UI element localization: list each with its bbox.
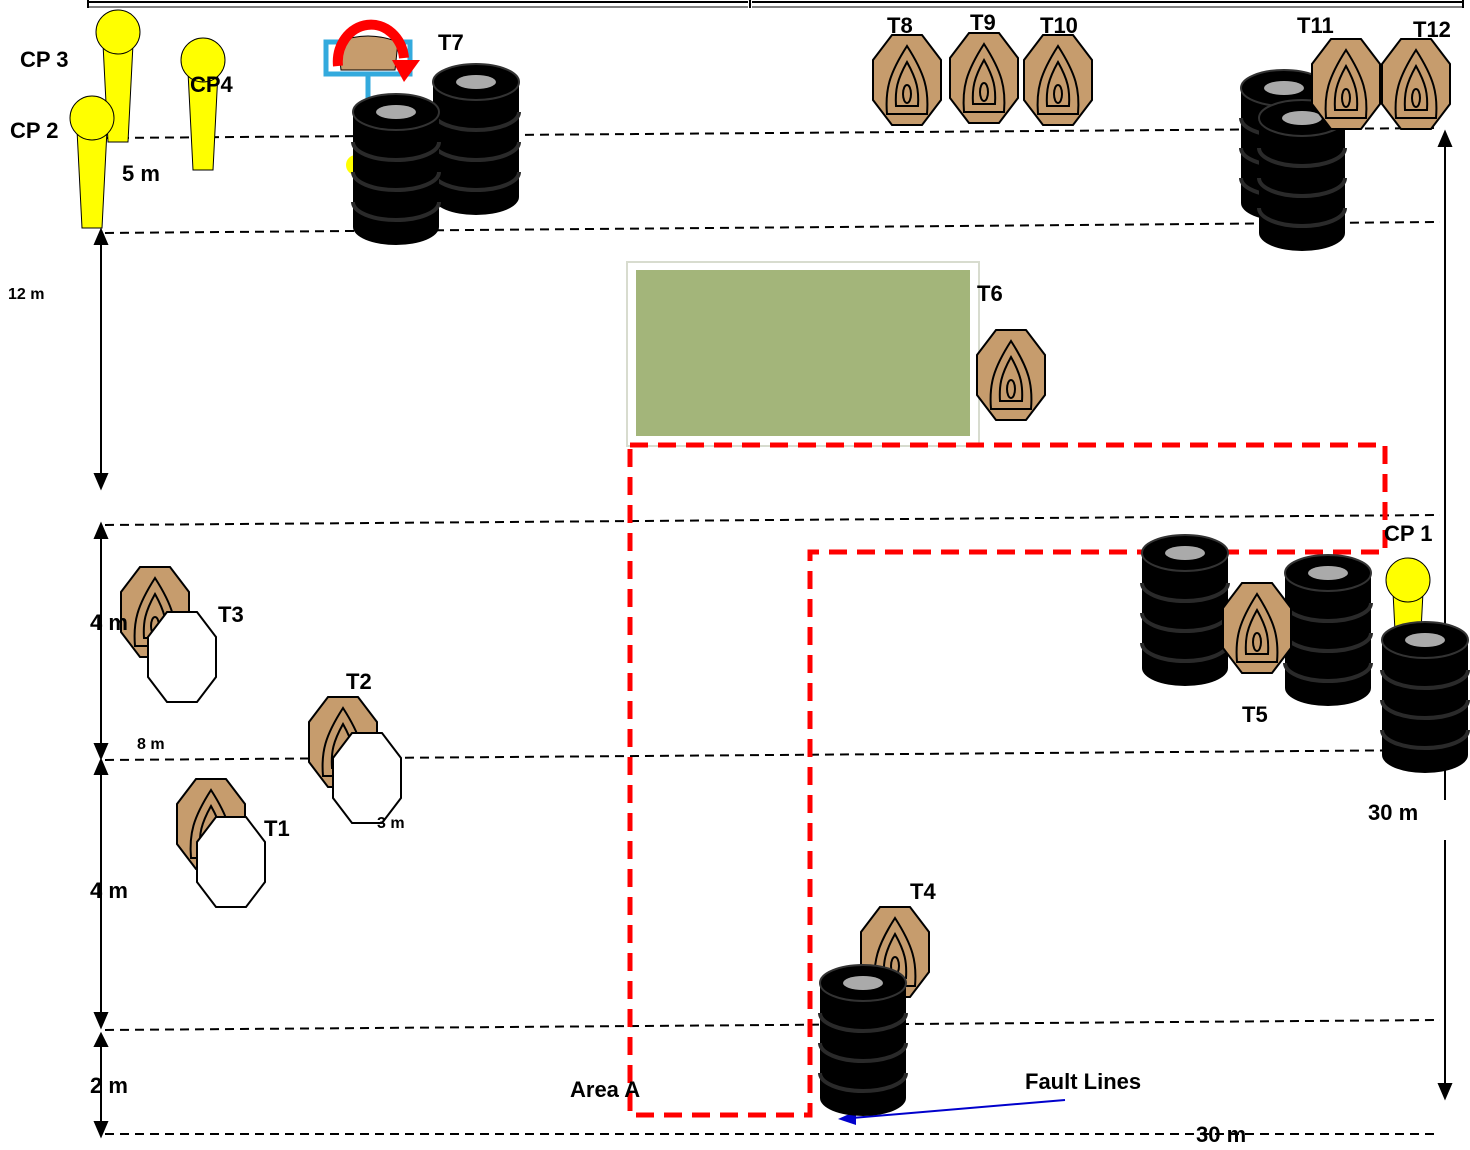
label-8m: 8 m — [137, 736, 165, 753]
label-fault-lines: Fault Lines — [1025, 1069, 1141, 1094]
no-shoot-t2 — [332, 732, 402, 824]
cover-wall — [626, 261, 980, 447]
label-t10: T10 — [1040, 13, 1078, 38]
range-line-4 — [104, 749, 1441, 761]
target-t9 — [949, 32, 1019, 124]
no-shoot-t3 — [147, 611, 217, 703]
dimension-arrows — [93, 129, 1453, 1139]
tire-stack-cp1 — [1380, 620, 1470, 775]
label-t7: T7 — [438, 30, 464, 55]
tire-stack-t7-right — [431, 62, 521, 217]
label-4m-lower: 4 m — [90, 878, 128, 903]
fault-lines — [627, 442, 1388, 1118]
range-line-3 — [104, 514, 1441, 526]
label-t1: T1 — [264, 816, 290, 841]
tire-stack-t5-left — [1140, 533, 1230, 688]
tire-stack-t7-left — [351, 92, 441, 247]
label-cp2: CP 2 — [10, 118, 59, 143]
no-shoot-t1 — [196, 816, 266, 908]
fault-line-area-a — [627, 442, 1388, 1118]
label-t5: T5 — [1242, 702, 1268, 727]
target-t12 — [1381, 38, 1451, 130]
label-30m-bottom: 30 m — [1196, 1122, 1246, 1145]
label-cp3: CP 3 — [20, 47, 69, 72]
label-cp1: CP 1 — [1384, 521, 1433, 546]
label-t9: T9 — [970, 10, 996, 35]
label-t11: T11 — [1297, 13, 1334, 38]
range-line-2 — [104, 221, 1441, 234]
label-t3: T3 — [218, 602, 244, 627]
tire-stack-t5-right — [1283, 553, 1373, 708]
label-5m: 5 m — [122, 161, 160, 186]
label-3m: 3 m — [377, 815, 405, 832]
popper-cp2 — [69, 95, 115, 229]
tire-stack-t4 — [818, 963, 908, 1118]
label-t2: T2 — [346, 669, 372, 694]
label-area-a: Area A — [570, 1077, 640, 1102]
label-cp4: CP4 — [190, 72, 234, 97]
range-line-5 — [104, 1019, 1441, 1031]
range-lines — [104, 127, 1441, 1135]
range-line-1 — [104, 127, 1441, 139]
label-t4: T4 — [910, 879, 936, 904]
target-t5 — [1222, 582, 1292, 674]
popper-cp4 — [180, 37, 226, 171]
target-t10 — [1023, 34, 1093, 126]
label-t12: T12 — [1413, 17, 1451, 42]
label-12m: 12 m — [8, 286, 44, 303]
label-2m: 2 m — [90, 1073, 128, 1098]
target-t11 — [1311, 38, 1381, 130]
label-t8: T8 — [887, 13, 913, 38]
label-4m-upper: 4 m — [90, 610, 128, 635]
label-t6: T6 — [977, 281, 1003, 306]
label-30m-right: 30 m — [1368, 800, 1418, 825]
target-t8 — [872, 34, 942, 126]
target-t6 — [976, 329, 1046, 421]
